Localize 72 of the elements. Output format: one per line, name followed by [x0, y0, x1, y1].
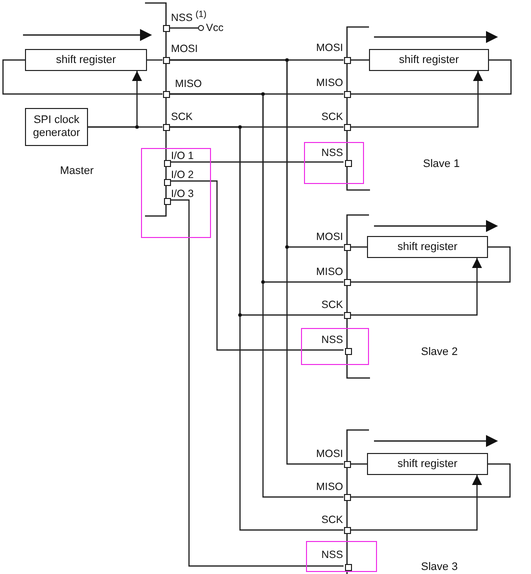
pin-square: [162, 56, 170, 64]
pin-label: MISO: [316, 77, 343, 89]
device-label: Slave 2: [421, 346, 458, 359]
pin-label: MOSI: [316, 42, 343, 54]
pin-label: SCK: [321, 111, 343, 123]
pin-label: MOSI: [171, 43, 198, 55]
connector-line: [350, 463, 367, 465]
terminal-circle: [198, 25, 204, 31]
pin-square: [344, 124, 350, 130]
pin-square: [344, 244, 350, 250]
pin-square: [344, 564, 352, 570]
pin-square: [164, 160, 170, 166]
pin-square: [344, 348, 352, 354]
pin-label: SCK: [321, 514, 343, 526]
pin-square: [344, 160, 352, 166]
connector-line: [350, 246, 367, 248]
pin-square: [344, 56, 350, 64]
arrow: [350, 475, 482, 531]
pin-square: [344, 460, 350, 468]
pin-label: SCK: [321, 299, 343, 311]
connector-line: [170, 93, 344, 498]
highlight-frame: [304, 142, 364, 184]
pin-label: MISO: [316, 266, 343, 278]
pin-label: MISO: [175, 78, 202, 90]
device-label: Master: [60, 165, 94, 178]
pin-label: MOSI: [316, 231, 343, 243]
connector-line: [350, 246, 511, 283]
pin-label: NSS: [321, 147, 343, 159]
connector-line: [170, 180, 344, 351]
arrow: [350, 258, 482, 316]
function-block: shift register: [25, 49, 147, 71]
pin-square: [344, 494, 350, 500]
pin-square: [162, 124, 170, 130]
highlight-frame: [141, 148, 211, 238]
pin-square: [344, 278, 350, 286]
pin-label: NSS $^{(1)}$: [171, 12, 207, 24]
connector-line: [350, 463, 511, 498]
arrow: [350, 71, 483, 128]
pin-label: MOSI: [316, 448, 343, 460]
pin-square: [162, 90, 170, 98]
pin-label: NSS: [321, 549, 343, 561]
connector-line: [350, 59, 512, 95]
pin-square: [162, 24, 170, 32]
pin-label: Vcc: [206, 22, 224, 34]
connector-line: [170, 59, 344, 465]
function-block: shift register: [367, 453, 488, 475]
connector-line: [170, 199, 344, 567]
connector-line: [147, 59, 162, 61]
pin-label: I/O 1: [171, 150, 194, 162]
pin-square: [164, 198, 170, 204]
connector-line: [170, 161, 344, 163]
highlight-frame: [301, 328, 369, 365]
pin-square: [344, 526, 350, 534]
device-label: Slave 1: [423, 158, 460, 171]
arrow: [88, 71, 142, 128]
highlight-frame: [306, 541, 377, 572]
pin-square: [344, 312, 350, 318]
pin-square: [164, 178, 170, 186]
device-label: Slave 3: [421, 561, 458, 574]
pin-label: SCK: [171, 111, 193, 123]
connector-line: [170, 27, 198, 29]
connector-line: [350, 59, 369, 61]
function-block: SPI clock generator: [25, 108, 88, 146]
connector-line: [170, 126, 344, 531]
pin-label: MISO: [316, 481, 343, 493]
pin-label: I/O 2: [171, 169, 194, 181]
pin-square: [344, 90, 350, 98]
function-block: shift register: [369, 49, 489, 71]
function-block: shift register: [367, 236, 488, 258]
pin-label: I/O 3: [171, 188, 194, 200]
connector-line: [2, 59, 162, 95]
pin-label: NSS: [321, 334, 343, 346]
